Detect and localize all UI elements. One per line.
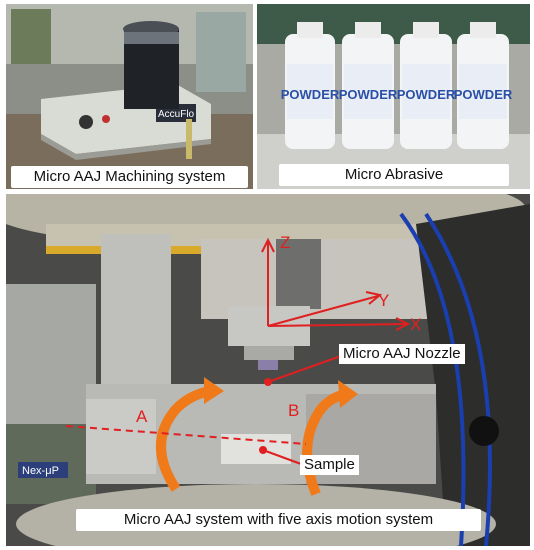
- device-brand-label: AccuFlo: [158, 109, 195, 120]
- sample-callout: Sample: [300, 455, 359, 475]
- five-axis-system-photo: Nex-μP Z Y X A B Mic: [6, 194, 530, 546]
- bottle-2: [342, 22, 394, 149]
- bottle-3: [400, 22, 452, 149]
- bottle-1: [285, 22, 335, 149]
- coordinate-axes: [261, 237, 411, 331]
- machining-system-photo: AccuFlo Micro AAJ Machining system: [6, 4, 253, 189]
- machine-brand-label: Nex-μP: [22, 465, 59, 477]
- y-axis-label: Y: [378, 291, 389, 310]
- a-axis-label: A: [136, 407, 148, 426]
- five-axis-system-illustration: Nex-μP Z Y X A B: [6, 194, 530, 546]
- z-axis-label: Z: [280, 233, 290, 252]
- rotary-axis-line: [65, 425, 307, 445]
- bottle-label-3: POWDER: [397, 87, 456, 102]
- machining-system-illustration: AccuFlo: [6, 4, 253, 189]
- micro-abrasive-caption: Micro Abrasive: [279, 164, 509, 186]
- bottle-label-1: POWDER: [281, 87, 340, 102]
- bottle-4: [457, 22, 509, 149]
- five-axis-caption: Micro AAJ system with five axis motion s…: [76, 509, 481, 531]
- b-axis-label: B: [288, 401, 299, 420]
- nozzle-callout: Micro AAJ Nozzle: [339, 344, 465, 364]
- rotation-a-arrow: [156, 377, 224, 492]
- bottle-label-2: POWDER: [339, 87, 398, 102]
- machining-system-caption: Micro AAJ Machining system: [11, 166, 248, 188]
- bottle-label-4: POWDER: [454, 87, 513, 102]
- x-axis-label: X: [410, 315, 421, 334]
